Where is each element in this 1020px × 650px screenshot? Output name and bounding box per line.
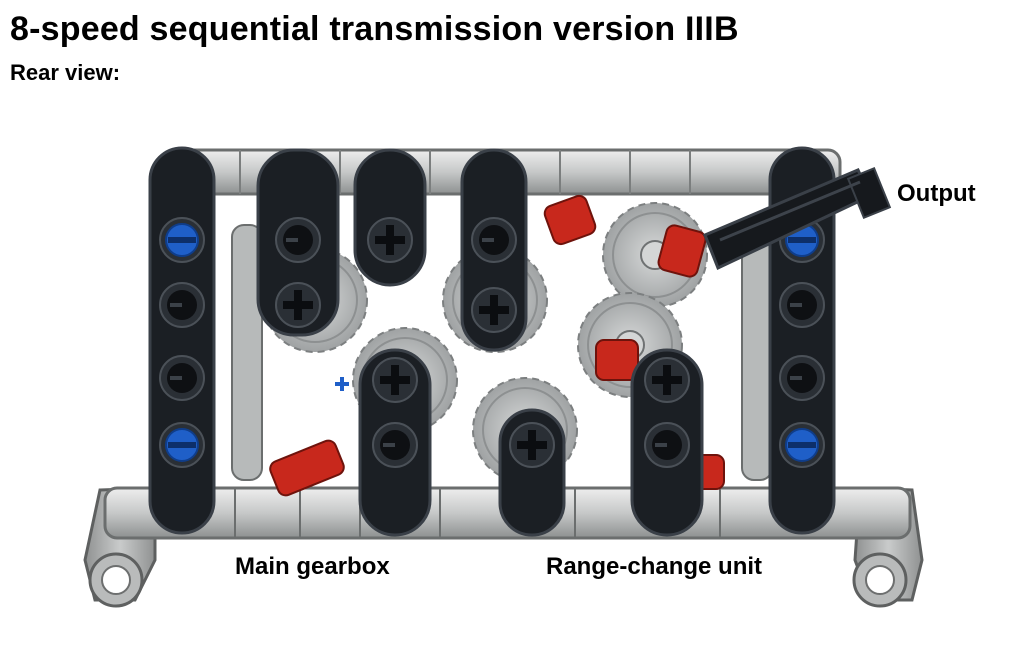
page-title: 8-speed sequential transmission version … [10,10,739,48]
red-bush-right [657,224,707,278]
range-change-unit-label: Range-change unit [546,553,763,580]
hole-left-low [159,355,205,401]
blue-pin-left-upper [159,217,205,263]
output-axle-end [846,166,892,220]
hole-right-mid [779,282,825,328]
red-bush-left [269,439,345,497]
hole-left-mid [159,282,205,328]
axle-hole-center [471,287,517,333]
hole-right-low [779,355,825,401]
hole-top1-upper [275,217,321,263]
axle-hole-lower-left [372,357,418,403]
hole-center-upper [471,217,517,263]
blue-pin-right-lower [779,422,825,468]
axle-hole-lower-center [509,422,555,468]
right-side-link [741,224,773,481]
main-gearbox-label: Main gearbox [235,553,390,580]
axle-hole-lower-right [644,357,690,403]
red-bush-mid [595,339,639,381]
hole-lower-left [372,422,418,468]
hole-lower-right [644,422,690,468]
small-blue-pin [335,377,349,391]
blue-pin-left-lower [159,422,205,468]
left-side-link [231,224,263,481]
axle-hole-top1 [275,282,321,328]
red-bush-top [543,194,597,246]
beam-far-left [148,146,216,535]
view-subtitle: Rear view: [10,60,121,85]
axle-hole-top2 [367,217,413,263]
output-label: Output [897,180,976,207]
output-shaft [703,166,892,271]
